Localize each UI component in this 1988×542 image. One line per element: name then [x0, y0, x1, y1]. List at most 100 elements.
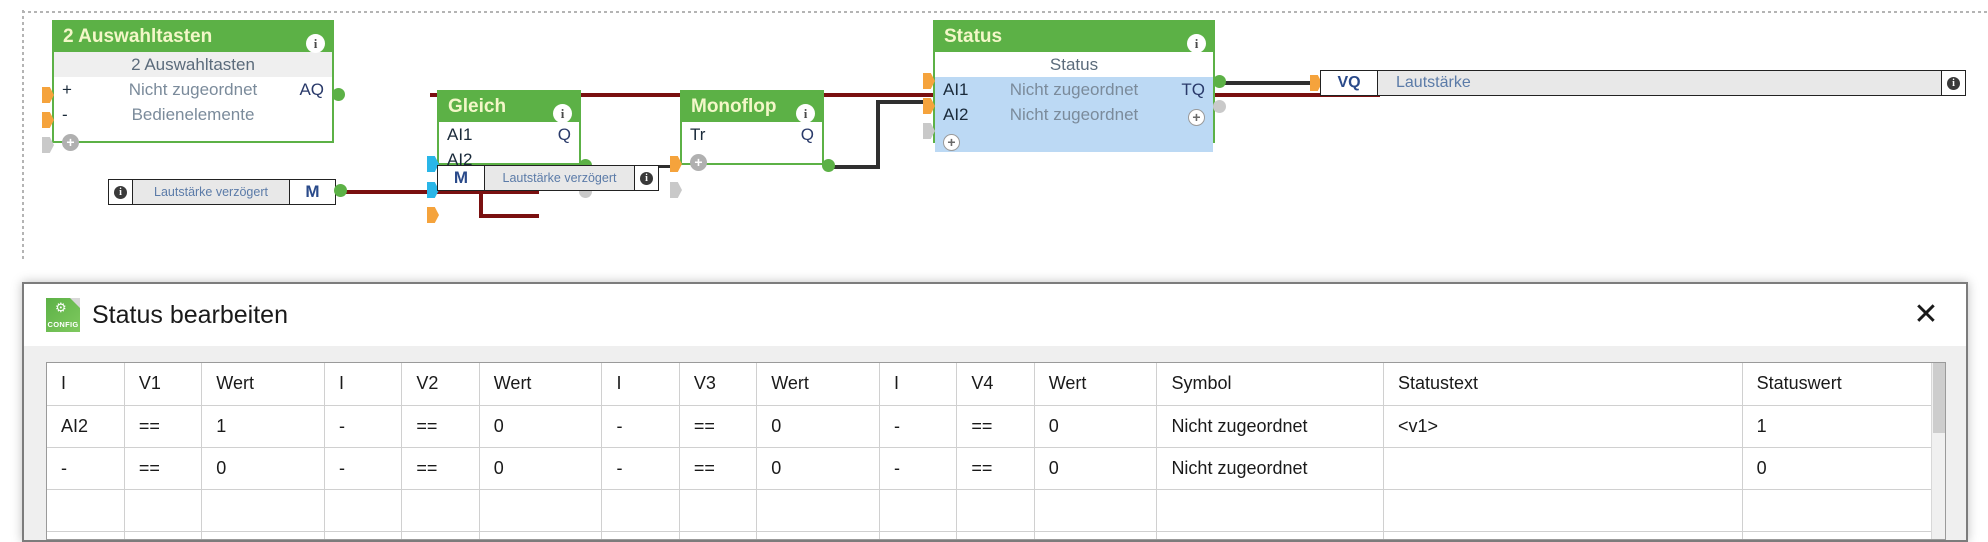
table-cell-r0-c11[interactable]: 0: [1034, 405, 1158, 448]
block-status[interactable]: Status i Status AI1 Nicht zugeordnet TQ …: [933, 20, 1215, 152]
table-cell-r2-c4[interactable]: [401, 489, 480, 532]
block-row-add[interactable]: +: [54, 127, 332, 152]
table-cell-r3-c11[interactable]: [1034, 531, 1158, 539]
connector-out-tag-m-left[interactable]: [334, 184, 347, 197]
connector-in-status-add[interactable]: [923, 123, 935, 139]
connector-in-monoflop-add[interactable]: [670, 182, 682, 198]
connector-in-add[interactable]: [42, 137, 54, 153]
tag-info-icon-mid[interactable]: i: [634, 166, 658, 190]
table-cell-r2-c10[interactable]: [956, 489, 1035, 532]
table-cell-r0-c8[interactable]: 0: [756, 405, 880, 448]
block-row-status-ai2[interactable]: AI2 Nicht zugeordnet +: [935, 102, 1213, 127]
info-icon[interactable]: i: [306, 28, 325, 58]
table-cell-r0-c1[interactable]: ==: [124, 405, 203, 448]
table-cell-r1-c6[interactable]: -: [601, 447, 680, 490]
table-cell-r1-c2[interactable]: 0: [201, 447, 325, 490]
table-cell-r3-c0[interactable]: [47, 531, 125, 539]
block-row-monoflop-add[interactable]: +: [682, 147, 822, 172]
block-row-minus[interactable]: - Bedienelemente: [54, 102, 332, 127]
table-cell-r1-c10[interactable]: ==: [956, 447, 1035, 490]
table-cell-r3-c7[interactable]: [679, 531, 758, 539]
block-row-ai2[interactable]: AI2: [439, 147, 579, 172]
table-cell-r2-c8[interactable]: [756, 489, 880, 532]
table-cell-r2-c13[interactable]: [1383, 489, 1743, 532]
diagram-canvas[interactable]: 2 Auswahltasten i 2 Auswahltasten + Nich…: [0, 0, 1988, 265]
add-output-icon[interactable]: +: [1188, 104, 1205, 129]
table-cell-r0-c12[interactable]: Nicht zugeordnet: [1156, 405, 1384, 448]
connector-in-gleich-ai1[interactable]: [427, 156, 439, 172]
table-cell-r3-c12[interactable]: [1156, 531, 1384, 539]
add-pin-icon[interactable]: +: [943, 129, 960, 154]
table-cell-r0-c13[interactable]: <v1>: [1383, 405, 1743, 448]
table-cell-r2-c6[interactable]: [601, 489, 680, 532]
connector-in-status-ai1[interactable]: [923, 73, 935, 89]
table-cell-r0-c4[interactable]: ==: [401, 405, 480, 448]
block-2-auswahltasten[interactable]: 2 Auswahltasten i 2 Auswahltasten + Nich…: [52, 20, 334, 152]
block-gleich[interactable]: Gleich i AI1 Q AI2: [437, 90, 581, 169]
table-cell-r3-c9[interactable]: [879, 531, 958, 539]
info-icon[interactable]: i: [1187, 28, 1206, 58]
close-icon[interactable]: ✕: [1913, 297, 1939, 332]
add-pin-icon[interactable]: +: [62, 129, 79, 154]
table-cell-r0-c5[interactable]: 0: [479, 405, 603, 448]
connector-in-monoflop-tr[interactable]: [670, 156, 682, 172]
table-cell-r1-c11[interactable]: 0: [1034, 447, 1158, 490]
tag-lautstaerke-verzoegert-mid[interactable]: M Lautstärke verzögert i: [437, 165, 659, 191]
table-cell-r1-c1[interactable]: ==: [124, 447, 203, 490]
connector-in-vq[interactable]: [1310, 75, 1322, 91]
table-cell-r1-c12[interactable]: Nicht zugeordnet: [1156, 447, 1384, 490]
table-cell-r1-c13[interactable]: [1383, 447, 1743, 490]
info-icon[interactable]: i: [796, 98, 815, 128]
table-cell-r3-c8[interactable]: [756, 531, 880, 539]
connector-out-status-tq[interactable]: [1213, 75, 1226, 88]
tag-lautstaerke-verzoegert-left[interactable]: i Lautstärke verzögert M: [108, 179, 336, 205]
block-row-status-add[interactable]: +: [935, 127, 1213, 152]
table-cell-r0-c14[interactable]: 1: [1742, 405, 1931, 448]
scrollbar-thumb[interactable]: [1933, 363, 1945, 433]
table-cell-r3-c10[interactable]: [956, 531, 1035, 539]
block-row-tr[interactable]: Tr Q: [682, 122, 822, 147]
table-cell-r1-c5[interactable]: 0: [479, 447, 603, 490]
connector-out-status-unused[interactable]: [1213, 100, 1226, 113]
tag-lautstaerke-out[interactable]: VQ Lautstärke i: [1320, 70, 1966, 96]
table-cell-r2-c5[interactable]: [479, 489, 603, 532]
table-cell-r2-c14[interactable]: [1742, 489, 1931, 532]
table-cell-r1-c8[interactable]: 0: [756, 447, 880, 490]
connector-out-monoflop-q[interactable]: [822, 159, 835, 172]
tag-info-icon-out[interactable]: i: [1941, 71, 1965, 95]
table-cell-r0-c10[interactable]: ==: [956, 405, 1035, 448]
table-cell-r3-c5[interactable]: [479, 531, 603, 539]
add-pin-icon[interactable]: +: [690, 149, 707, 174]
table-cell-r2-c7[interactable]: [679, 489, 758, 532]
block-row-status-ai1[interactable]: AI1 Nicht zugeordnet TQ: [935, 77, 1213, 102]
vertical-scrollbar[interactable]: [1931, 363, 1945, 539]
table-cell-r0-c0[interactable]: AI2: [47, 405, 125, 448]
table-cell-r2-c2[interactable]: [201, 489, 325, 532]
table-cell-r0-c7[interactable]: ==: [679, 405, 758, 448]
table-cell-r3-c2[interactable]: [201, 531, 325, 539]
table-cell-r1-c3[interactable]: -: [324, 447, 403, 490]
table-cell-r3-c13[interactable]: [1383, 531, 1743, 539]
block-row-plus[interactable]: + Nicht zugeordnet AQ: [54, 77, 332, 102]
table-cell-r1-c14[interactable]: 0: [1742, 447, 1931, 490]
table-cell-r2-c1[interactable]: [124, 489, 203, 532]
table-row[interactable]: [47, 489, 1931, 532]
table-cell-r1-c7[interactable]: ==: [679, 447, 758, 490]
table-cell-r0-c6[interactable]: -: [601, 405, 680, 448]
info-icon[interactable]: i: [553, 98, 572, 128]
connector-in-gleich-ai2[interactable]: [427, 182, 439, 198]
table-cell-r3-c14[interactable]: [1742, 531, 1931, 539]
tag-info-icon[interactable]: i: [109, 180, 133, 204]
table-cell-r2-c11[interactable]: [1034, 489, 1158, 532]
block-monoflop[interactable]: Monoflop i Tr Q +: [680, 90, 824, 172]
table-cell-r3-c4[interactable]: [401, 531, 480, 539]
table-cell-r1-c0[interactable]: -: [47, 447, 125, 490]
table-cell-r0-c3[interactable]: -: [324, 405, 403, 448]
connector-out-aq[interactable]: [332, 88, 345, 101]
connector-in-plus[interactable]: [42, 87, 54, 103]
table-cell-r2-c9[interactable]: [879, 489, 958, 532]
